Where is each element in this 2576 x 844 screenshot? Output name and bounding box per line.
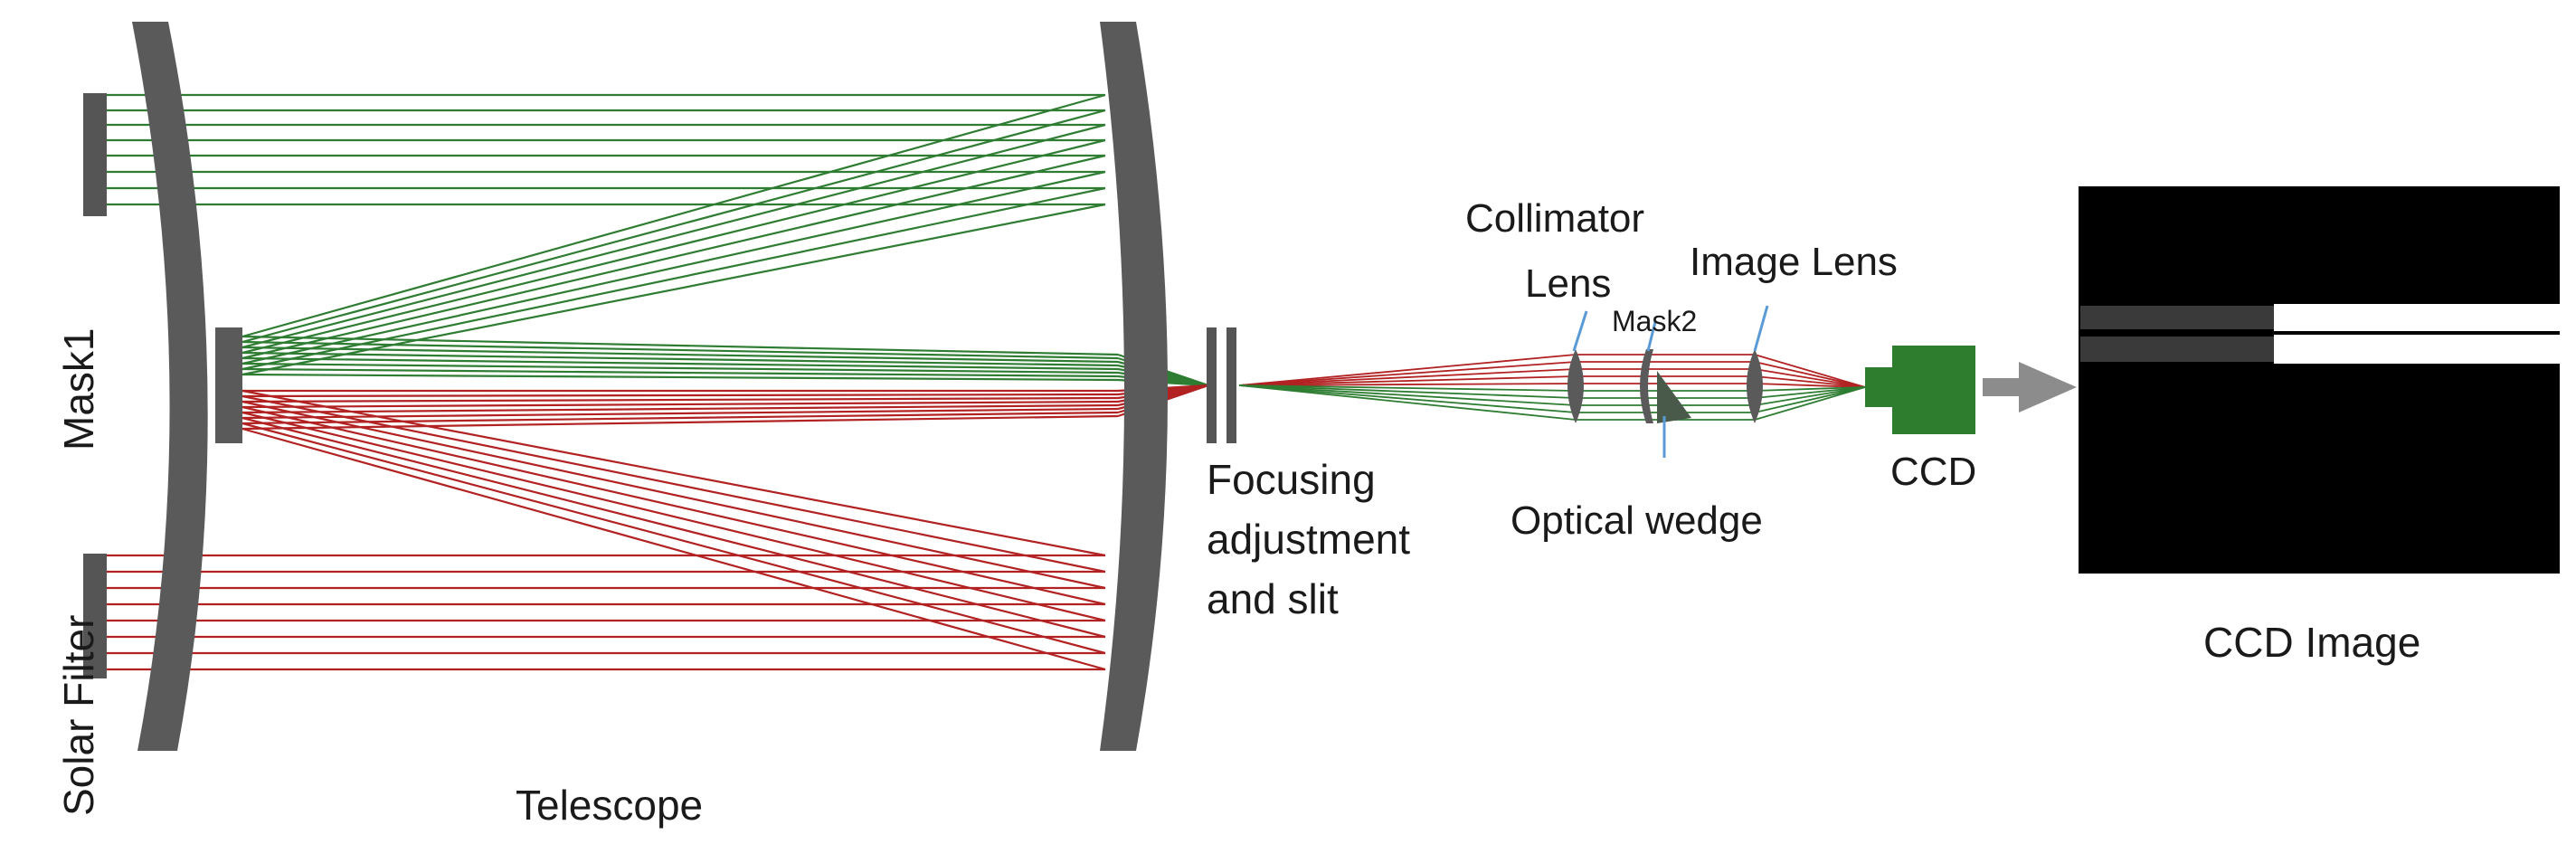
post-ray-converge — [1754, 386, 1866, 399]
slit-plate-1 — [1207, 327, 1217, 443]
post-ray-converge — [1754, 375, 1866, 388]
red-ray-return — [242, 411, 1119, 425]
post-ray-diverge — [1238, 384, 1577, 421]
post-ray-converge — [1754, 354, 1866, 388]
red-ray-bundle — [107, 384, 1209, 671]
ccd-label: CCD — [1890, 450, 1976, 494]
slit-plate-2 — [1226, 327, 1236, 443]
green-ray-reflected — [242, 138, 1106, 355]
red-ray-reflected — [242, 400, 1106, 590]
optical-wedge — [1657, 371, 1691, 423]
mask2-leader-line — [1646, 321, 1657, 352]
post-ray-diverge — [1238, 384, 1577, 399]
collimator-leader-line — [1572, 310, 1588, 352]
ccd-image — [2079, 186, 2560, 574]
green-ray-return — [242, 356, 1119, 371]
post-ray-diverge — [1238, 384, 1577, 406]
green-ray-reflected — [242, 93, 1106, 338]
post-ray-diverge — [1238, 384, 1577, 413]
image-lens-leader-line — [1753, 305, 1769, 352]
telescope-label: Telescope — [516, 782, 703, 829]
green-ray-reflected — [242, 123, 1106, 349]
arrow-right-icon — [1983, 362, 2077, 413]
green-ray-reflected — [242, 186, 1106, 371]
post-ray-converge — [1754, 386, 1866, 413]
mask1-plate — [83, 93, 107, 216]
red-ray-return — [242, 414, 1119, 431]
post-ray-converge — [1754, 386, 1866, 392]
post-ray-diverge — [1238, 384, 1577, 392]
focusing-label-line3: and slit — [1207, 575, 1339, 622]
green-ray-return — [242, 362, 1119, 375]
optical-wedge-label: Optical wedge — [1511, 498, 1763, 543]
green-ray-return — [242, 340, 1119, 360]
secondary-mirror — [215, 327, 242, 443]
green-ray-return — [242, 351, 1119, 367]
post-ray-converge — [1754, 386, 1866, 406]
image-lens — [1747, 349, 1763, 423]
post-ray-diverge — [1238, 383, 1577, 386]
post-ray-diverge — [1238, 354, 1577, 386]
post-ray-diverge — [1238, 361, 1577, 386]
green-ray-reflected — [242, 203, 1106, 376]
solar-filter-label: Solar Filter — [55, 615, 102, 816]
red-ray-return — [242, 396, 1119, 403]
red-ray-reflected — [242, 427, 1106, 671]
red-ray-reflected — [242, 422, 1106, 655]
camera-icon — [1865, 346, 1975, 434]
green-ray-return — [242, 346, 1119, 364]
post-ray-converge — [1754, 386, 1866, 421]
collimator-lens — [1567, 349, 1584, 423]
red-ray-reflected — [242, 389, 1106, 557]
ccd-image-label: CCD Image — [2203, 619, 2420, 666]
green-ray-reflected — [242, 154, 1106, 360]
focusing-label-line2: adjustment — [1207, 516, 1410, 563]
post-ray-diverge — [1238, 368, 1577, 386]
focusing-label-line1: Focusing — [1207, 456, 1376, 503]
red-ray-reflected — [242, 411, 1106, 622]
collimator-label-line1: Collimator — [1465, 196, 1644, 241]
solar-filter-plate — [83, 554, 107, 678]
green-ray-return — [242, 367, 1119, 378]
post-ray-converge — [1754, 383, 1866, 388]
mask2-element — [1640, 349, 1653, 423]
green-ray-reflected — [242, 109, 1106, 344]
post-ray-converge — [1754, 368, 1866, 388]
red-ray-return — [242, 403, 1119, 414]
red-ray-reflected — [242, 416, 1106, 639]
post-ray-converge — [1754, 361, 1866, 388]
post-ray-diverge — [1238, 375, 1577, 386]
collimator-label-line2: Lens — [1525, 261, 1611, 306]
red-ray-return — [242, 400, 1119, 409]
green-ray-return — [242, 373, 1119, 382]
concave-mirror — [1100, 22, 1168, 751]
primary-mirror — [132, 22, 208, 751]
red-ray-reflected — [242, 405, 1106, 606]
mask1-label: Mask1 — [55, 328, 102, 450]
green-ray-return — [242, 335, 1119, 356]
red-ray-reflected — [242, 394, 1106, 574]
red-ray-return — [242, 407, 1119, 420]
green-ray-bundle — [107, 93, 1209, 387]
image-lens-label: Image Lens — [1690, 240, 1898, 284]
mask2-label: Mask2 — [1612, 305, 1697, 337]
red-ray-return — [242, 393, 1119, 398]
